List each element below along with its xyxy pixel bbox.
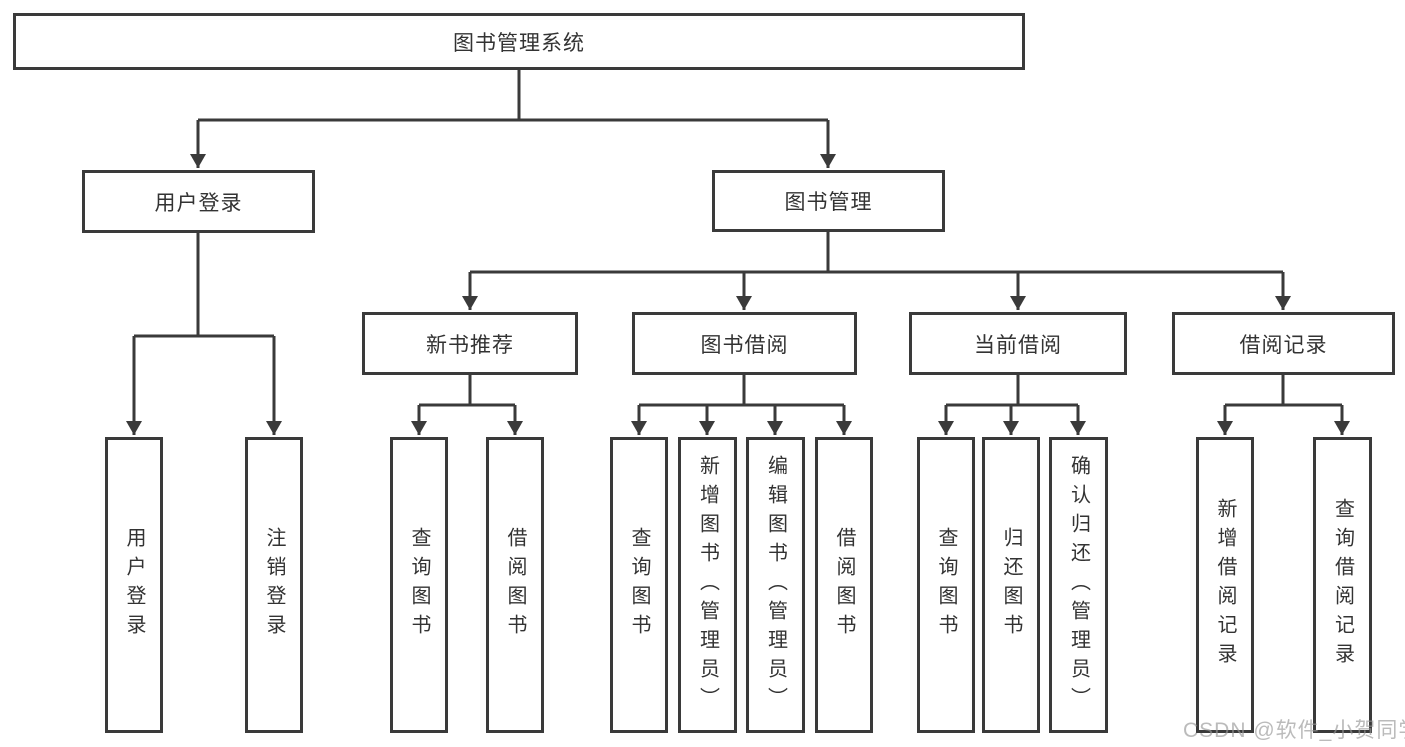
node-root-label: 图书管理系统 [453,31,585,55]
leaf-query-books-borrowing-label: 查询图书 [628,527,650,643]
leaf-query-borrow-record-label: 查询借阅记录 [1331,498,1354,672]
leaf-add-borrow-record-label: 新增借阅记录 [1214,498,1236,672]
leaf-query-books-current-label: 查询图书 [935,527,957,643]
leaf-logout-login: 注销登录 [245,437,303,733]
leaf-borrow-books-borrowing: 借阅图书 [815,437,873,733]
leaf-user-login-label: 用户登录 [123,527,145,643]
node-book-borrowing: 图书借阅 [632,312,857,375]
node-borrowing-records-label: 借阅记录 [1239,333,1328,357]
leaf-confirm-return-admin-label: 确认归还（管理员） [1067,454,1090,716]
leaf-user-login: 用户登录 [105,437,163,733]
leaf-edit-books-admin-label: 编辑图书（管理员） [764,454,787,716]
connector-records-children [1217,375,1350,435]
node-new-book-recommend-label: 新书推荐 [426,333,514,357]
connector-userlogin-children [126,233,282,435]
leaf-return-books-label: 归还图书 [1000,527,1022,643]
connector-current-children [938,375,1086,435]
node-current-borrowing: 当前借阅 [909,312,1127,375]
leaf-query-books-current: 查询图书 [917,437,975,733]
leaf-edit-books-admin: 编辑图书（管理员） [746,437,805,733]
node-book-management-label: 图书管理 [784,191,873,214]
leaf-borrow-books-recommend: 借阅图书 [486,437,544,733]
node-borrowing-records: 借阅记录 [1172,312,1395,375]
node-user-login: 用户登录 [82,170,315,233]
leaf-add-books-admin: 新增图书（管理员） [678,437,737,733]
leaf-query-borrow-record: 查询借阅记录 [1313,437,1372,733]
leaf-borrow-books-borrowing-label: 借阅图书 [833,527,855,643]
leaf-query-books-recommend-label: 查询图书 [408,527,430,643]
node-book-management: 图书管理 [712,170,945,232]
leaf-borrow-books-recommend-label: 借阅图书 [504,527,526,643]
leaf-query-books-borrowing: 查询图书 [610,437,668,733]
leaf-return-books: 归还图书 [982,437,1040,733]
leaf-add-borrow-record: 新增借阅记录 [1196,437,1254,733]
leaf-query-books-recommend: 查询图书 [390,437,448,733]
csdn-watermark: CSDN @软件_小贺同学 [1183,719,1405,742]
node-book-borrowing-label: 图书借阅 [700,333,789,357]
connector-borrowing-children [631,375,852,435]
node-root-library-system: 图书管理系统 [13,13,1025,70]
connector-root-to-level2 [190,70,836,168]
leaf-logout-login-label: 注销登录 [263,527,285,643]
node-user-login-label: 用户登录 [154,191,243,215]
node-new-book-recommend: 新书推荐 [362,312,578,375]
leaf-confirm-return-admin: 确认归还（管理员） [1049,437,1108,733]
connector-recommend-children [411,375,523,435]
connector-bookmgmt-to-level3 [462,232,1291,310]
leaf-add-books-admin-label: 新增图书（管理员） [696,454,719,716]
node-current-borrowing-label: 当前借阅 [974,333,1062,357]
